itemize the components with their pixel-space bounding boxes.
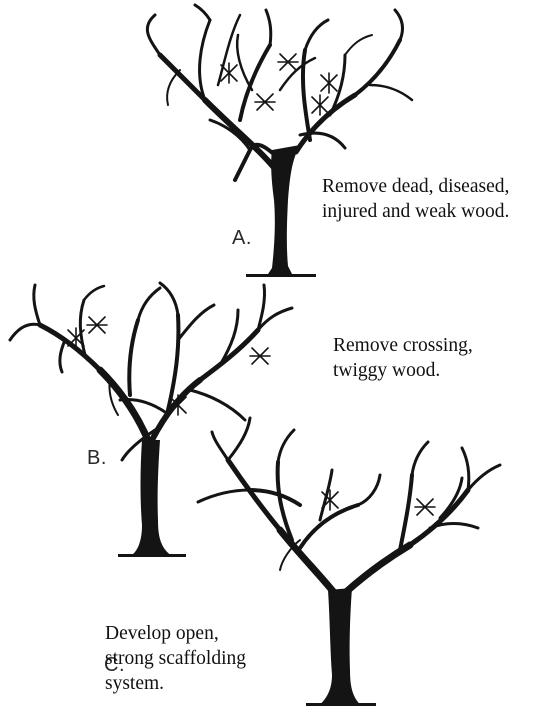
cut-mark xyxy=(321,73,337,93)
tree-a-ground xyxy=(246,274,316,277)
panel-a-caption: Remove dead, diseased, injured and weak … xyxy=(322,174,509,224)
cut-mark xyxy=(278,54,298,70)
tree-a xyxy=(147,5,412,277)
tree-b-branches xyxy=(10,283,292,460)
tree-b-trunk xyxy=(130,440,172,556)
panel-b-letter: B. xyxy=(87,448,107,468)
tree-a-cut-marks xyxy=(221,54,337,115)
panel-c-caption: Develop open, strong scaffolding system. xyxy=(105,621,246,696)
cut-mark xyxy=(255,94,275,110)
cut-mark xyxy=(415,499,435,515)
cut-mark xyxy=(312,95,328,115)
panel-a-letter: A. xyxy=(232,228,252,248)
tree-c-ground xyxy=(306,703,376,706)
tree-b-ground xyxy=(118,554,186,557)
tree-c-branches xyxy=(198,418,500,595)
panel-b-caption: Remove crossing, twiggy wood. xyxy=(333,333,473,383)
tree-c-trunk xyxy=(318,588,362,706)
cut-mark xyxy=(250,348,270,364)
cut-mark xyxy=(87,317,107,333)
